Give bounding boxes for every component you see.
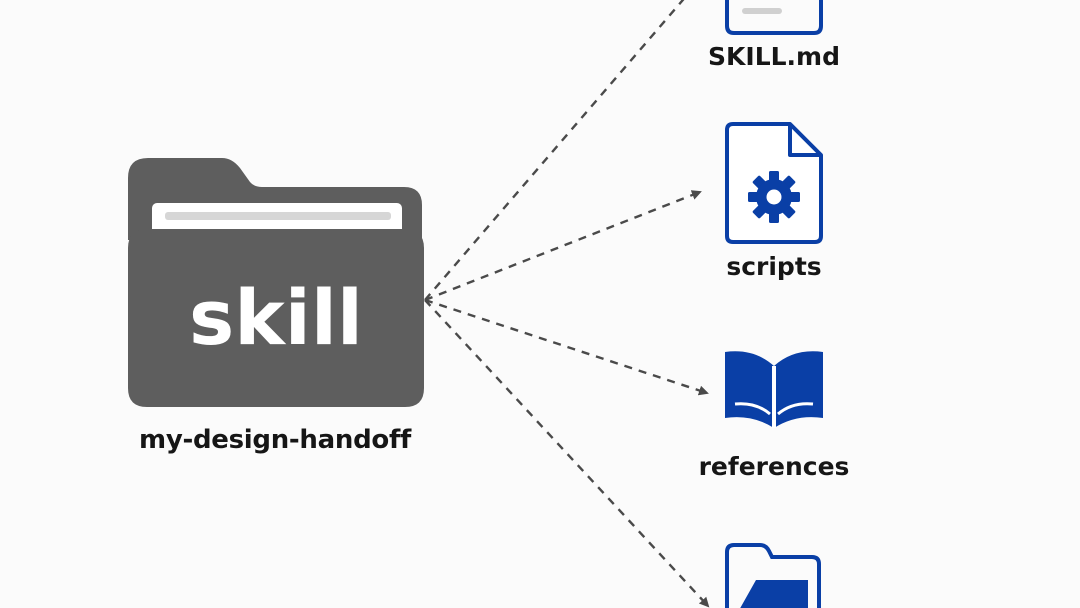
skillmd-label: SKILL.md	[708, 42, 840, 71]
folder-name-label: my-design-handoff	[139, 425, 411, 455]
arrow-to-scripts	[424, 190, 702, 302]
document-icon	[725, 0, 823, 35]
open-book-icon	[725, 351, 823, 428]
arrow-to-subfolder	[424, 299, 710, 608]
connectors	[424, 0, 710, 608]
scripts-label: scripts	[726, 252, 822, 281]
references-label: references	[698, 452, 850, 481]
arrow-to-references	[424, 298, 709, 396]
gear-document-icon	[725, 122, 823, 244]
arrow-to-skillmd	[424, 0, 685, 301]
folder-icon	[725, 543, 821, 608]
folder-tab-text: skill	[189, 273, 363, 362]
root-folder-icon: skill	[128, 158, 424, 407]
